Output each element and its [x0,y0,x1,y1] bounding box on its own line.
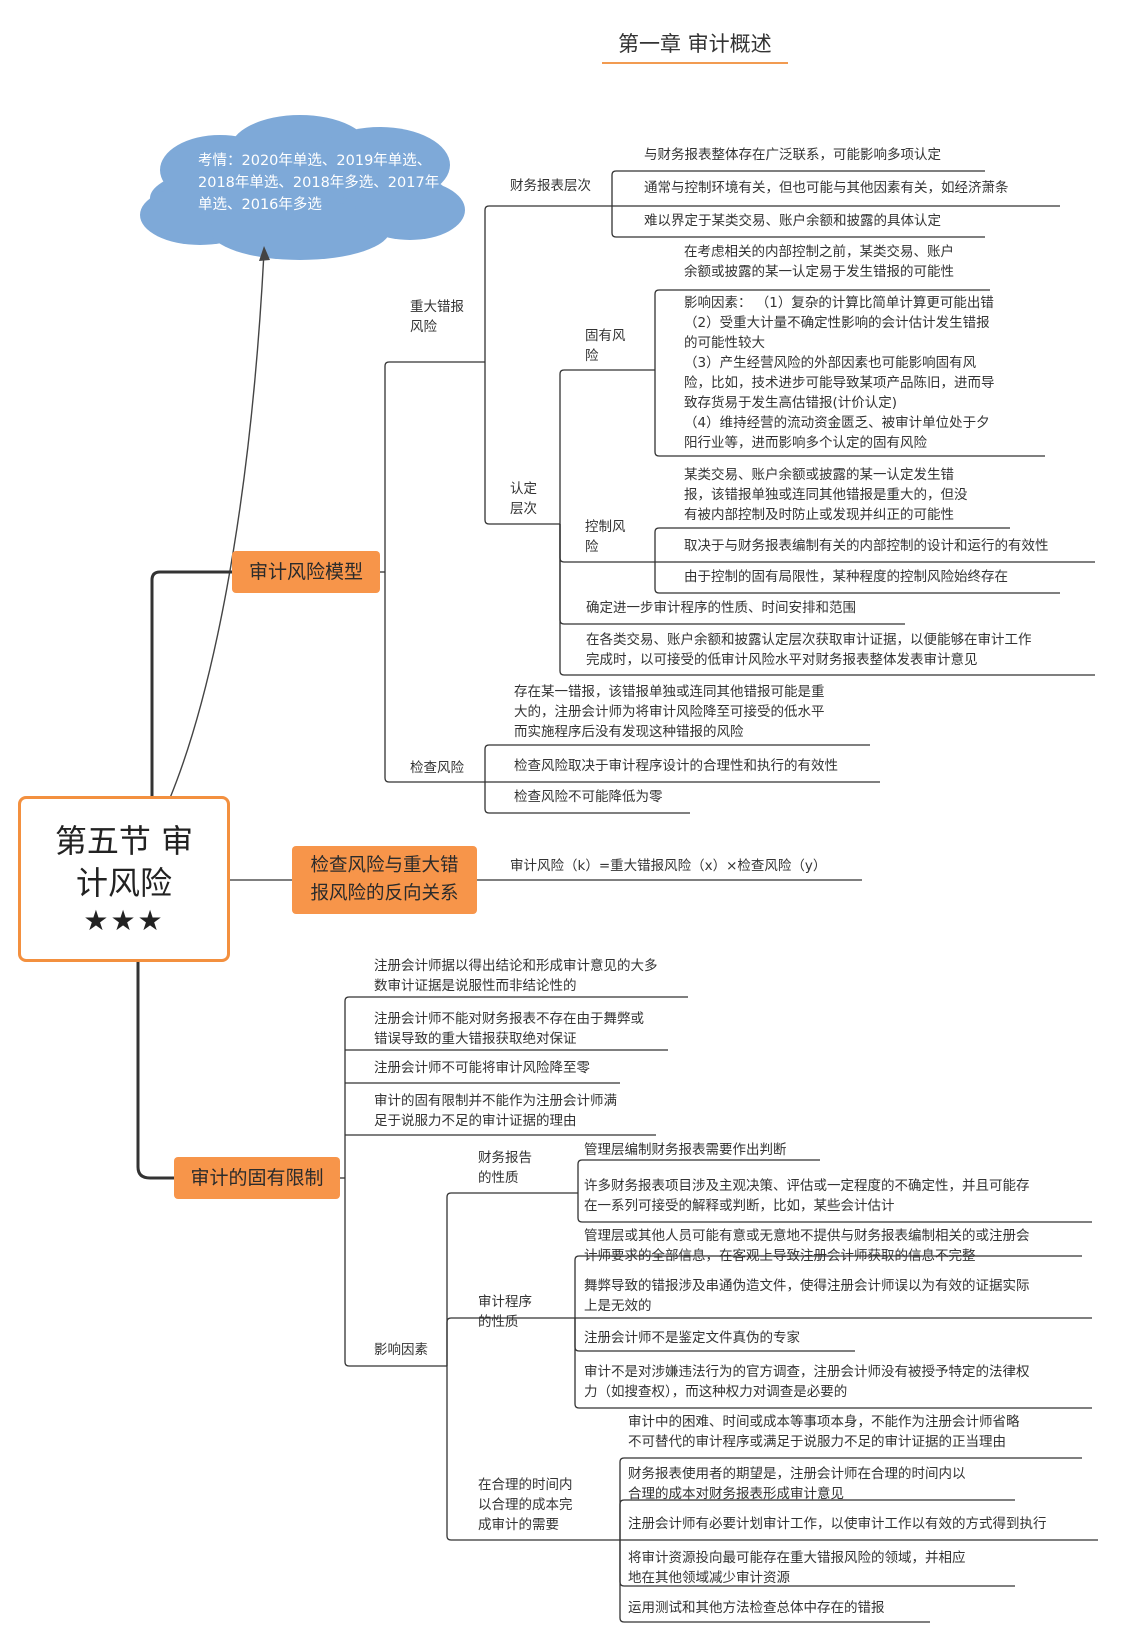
control-item: 由于控制的固有局限性，某种程度的控制风险始终存在 [684,569,1008,585]
chapter-header: 第一章 审计概述 [618,32,772,56]
inherent-item: 在考虑相关的内部控制之前，某类交易、账户 余额或披露的某一认定易于发生错报的可能… [684,244,954,280]
mmr-item: 在各类交易、账户余额和披露认定层次获取审计证据，以便能够在审计工作 完成时，以可… [586,632,1032,668]
time-cost-label: 在合理的时间内 以合理的成本完 成审计的需要 [478,1477,573,1533]
time-item: 审计中的困难、时间或成本等事项本身，不能作为注册会计师省略 不可替代的审计程序或… [628,1414,1020,1450]
ap-item: 审计不是对涉嫌违法行为的官方调查，注册会计师没有被授予特定的法律权 力（如搜查权… [584,1364,1030,1400]
ap-item: 管理层或其他人员可能有意或无意地不提供与财务报表编制相关的或注册会 计师要求的全… [584,1228,1030,1264]
mmr-item: 确定进一步审计程序的性质、时间安排和范围 [586,600,856,616]
root-node[interactable]: 第五节 审 计风险 ★★★ [18,796,230,962]
risk-formula: 审计风险（k）=重大错报风险（x）×检查风险（y） [510,858,827,874]
fr-item: 许多财务报表项目涉及主观决策、评估或一定程度的不确定性，并且可能存 在一系列可接… [584,1178,1030,1214]
limitation-item: 注册会计师据以得出结论和形成审计意见的大多 数审计证据是说服性而非结论性的 [374,958,658,994]
time-item: 注册会计师有必要计划审计工作，以使审计工作以有效的方式得到执行 [628,1516,1047,1532]
detection-item: 检查风险取决于审计程序设计的合理性和执行的有效性 [514,758,838,774]
limitation-item: 审计的固有限制并不能作为注册会计师满 足于说服力不足的审计证据的理由 [374,1093,617,1129]
fs-item: 通常与控制环境有关，但也可能与其他因素有关，如经济萧条 [644,180,1009,196]
control-item: 某类交易、账户余额或披露的某一认定发生错 报，该错报单独或连同其他错报是重大的，… [684,467,968,523]
limitation-item: 注册会计师不可能将审计风险降至零 [374,1060,590,1076]
detection-item: 存在某一错报，该错报单独或连同其他错报可能是重 大的，注册会计师为将审计风险降至… [514,684,825,740]
detection-item: 检查风险不可能降低为零 [514,789,663,805]
time-item: 将审计资源投向最可能存在重大错报风险的领域，并相应 地在其他领域减少审计资源 [628,1550,966,1586]
branch-inherent-limitations[interactable]: 审计的固有限制 [174,1157,340,1199]
arrow-up-icon [169,251,265,799]
time-item: 运用测试和其他方法检查总体中存在的错报 [628,1600,885,1616]
fr-nature-label: 财务报告 的性质 [478,1150,532,1186]
factors-label: 影响因素 [374,1342,428,1358]
fs-item: 难以界定于某类交易、账户余额和披露的具体认定 [644,213,941,229]
detection-risk-label: 检查风险 [410,760,464,776]
time-item: 财务报表使用者的期望是，注册会计师在合理的时间内以 合理的成本对财务报表形成审计… [628,1466,966,1502]
control-item: 取决于与财务报表编制有关的内部控制的设计和运行的有效性 [684,538,1049,554]
assertion-level-label: 认定 层次 [510,481,537,517]
inherent-item: 影响因素： （1）复杂的计算比简单计算更可能出错 （2）受重大计量不确定性影响的… [684,295,995,451]
branch-inverse-relationship[interactable]: 检查风险与重大错 报风险的反向关系 [292,846,477,914]
ap-item: 舞弊导致的错报涉及串通伪造文件，使得注册会计师误以为有效的证据实际 上是无效的 [584,1278,1030,1314]
limitation-item: 注册会计师不能对财务报表不存在由于舞弊或 错误导致的重大错报获取绝对保证 [374,1011,644,1047]
ap-item: 注册会计师不是鉴定文件真伪的专家 [584,1330,800,1346]
ap-nature-label: 审计程序 的性质 [478,1294,532,1330]
inherent-risk-label: 固有风 险 [585,328,626,364]
header-underline [602,62,788,64]
fs-level-label: 财务报表层次 [510,178,591,194]
branch-audit-risk-model[interactable]: 审计风险模型 [232,551,380,593]
fs-item: 与财务报表整体存在广泛联系，可能影响多项认定 [644,147,941,163]
root-title: 第五节 审 计风险 [54,822,194,902]
importance-stars: ★★★ [83,904,165,937]
control-risk-label: 控制风 险 [585,519,626,555]
fr-item: 管理层编制财务报表需要作出判断 [584,1142,787,1158]
cloud-shape [140,115,465,260]
mmr-label: 重大错报 风险 [410,299,464,335]
exam-info-text: 考情：2020年单选、2019年单选、2018年单选、2018年多选、2017年… [198,153,440,213]
